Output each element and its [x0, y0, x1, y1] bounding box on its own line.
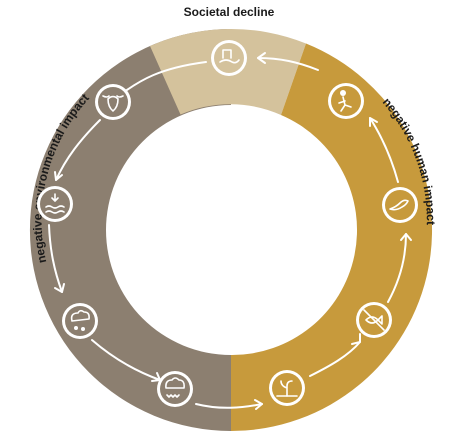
skull-icon	[95, 84, 131, 120]
person-kneeling-icon	[328, 83, 364, 119]
rain-cloud-icon	[62, 303, 98, 339]
arrow-7	[387, 233, 407, 303]
drought-cloud-icon	[157, 371, 193, 407]
societal-decline-icon	[211, 40, 247, 76]
hand-icon	[382, 187, 418, 223]
dying-plant-icon	[269, 370, 305, 406]
arrow-2	[55, 119, 101, 181]
arrow-3	[48, 224, 63, 293]
water-level-icon	[37, 186, 73, 222]
no-fishing-icon	[356, 302, 392, 338]
arrow-4	[91, 339, 161, 381]
flow-arrows	[48, 52, 412, 410]
arrow-6	[309, 341, 361, 377]
top-label: Societal decline	[184, 5, 275, 19]
arrow-9	[257, 57, 319, 71]
arrow-5	[195, 403, 263, 409]
arrow-8	[369, 117, 399, 183]
